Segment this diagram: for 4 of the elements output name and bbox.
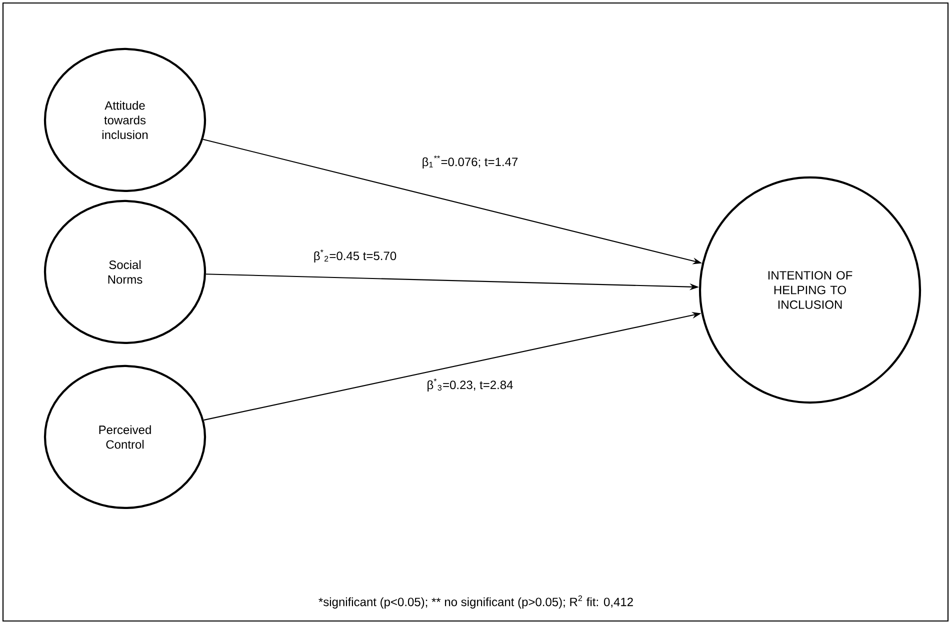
edge-label: β$^{*}$$_{3}$=0.23, t=2.84	[428, 378, 513, 392]
caption: *significant (p<0.05); ** no significant (p>0.05); R$^{2}$ fit: 0,412	[318, 595, 633, 609]
edge-label: β$^{*}$$_{2}$=0.45 t=5.70	[314, 249, 396, 263]
edge-label: β$_{1}$$^{**}$=0.076; t=1.47	[422, 155, 518, 169]
